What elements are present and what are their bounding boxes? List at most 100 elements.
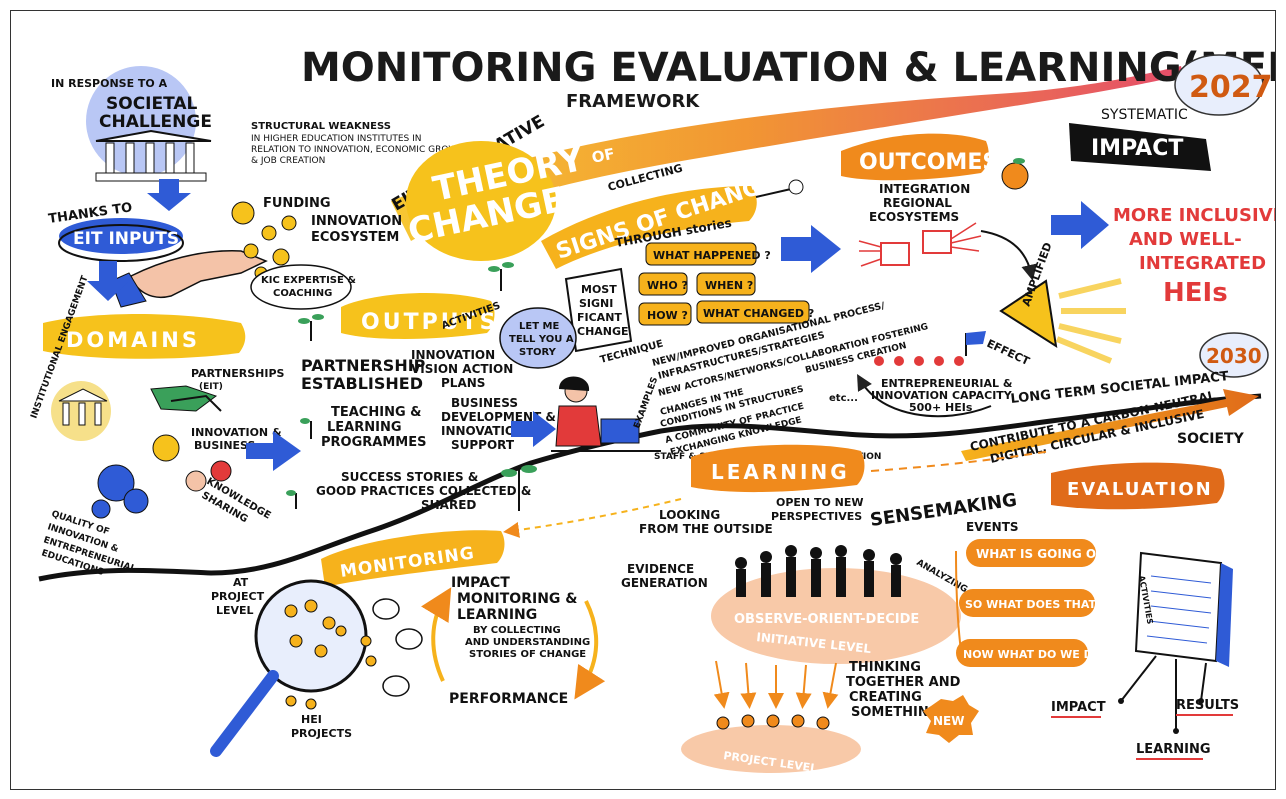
thinking-2: TOGETHER AND: [846, 675, 961, 690]
megaphone-icon: [999, 278, 1126, 364]
cycle-arrows: [421, 587, 606, 700]
impact-5: AND UNDERSTANDING: [465, 637, 590, 648]
right-arrow-signs: [781, 225, 841, 273]
msc-4: CHANGE: [577, 325, 629, 338]
examples-label: EXAMPLES: [632, 376, 660, 430]
outcomes-banner: OUTCOMES: [841, 133, 998, 181]
kic-line-2: COACHING: [273, 288, 332, 299]
long-term-3: SOCIETY: [1177, 431, 1245, 447]
orange-fruit-icon: [1001, 158, 1029, 190]
in-response-label: IN RESPONSE TO A: [51, 77, 168, 90]
partnerships-2: (EIT): [199, 382, 223, 392]
question-tags: WHAT HAPPENED ? WHO ? WHEN ? HOW ? WHAT …: [638, 242, 814, 326]
institution-building-icon: [95, 129, 212, 182]
flag-and-pins: [874, 331, 986, 366]
societal-challenge: IN RESPONSE TO A SOCIETAL CHALLENGE STRU…: [51, 66, 470, 182]
integration-1: INTEGRATION: [879, 182, 970, 196]
looking-1: LOOKING: [659, 508, 720, 522]
partnership-1: PARTNERSHIP: [301, 356, 426, 375]
msc-box: MOST SIGNI FICANT CHANGE: [564, 267, 633, 353]
who-tag: WHO ?: [647, 279, 688, 292]
inclusive-4: HEIs: [1163, 278, 1228, 308]
evaluation-label: EVALUATION: [1067, 479, 1213, 500]
impact-4: BY COLLECTING: [473, 625, 561, 636]
evidence-1: EVIDENCE: [627, 562, 694, 576]
effect-label: EFFECT: [985, 337, 1032, 368]
weakness-line-4: & JOB CREATION: [251, 156, 325, 166]
eval-results: RESULTS: [1176, 698, 1239, 713]
theory-of-change: THEORY OF CHANGE: [405, 139, 616, 261]
what-changed: WHAT CHANGED ?: [703, 307, 814, 320]
learning-label: LEARNING: [711, 460, 850, 484]
teaching-2: LEARNING: [327, 420, 402, 435]
thinking-1: THINKING: [849, 660, 921, 675]
at-3: LEVEL: [216, 604, 254, 617]
inclusive-3: INTEGRATED: [1139, 253, 1266, 274]
capacity-2: INNOVATION CAPACITY: [871, 389, 1013, 402]
hei-2: PROJECTS: [291, 727, 352, 740]
eval-learning: LEARNING: [1136, 742, 1211, 757]
magnifier-icon: [210, 579, 423, 757]
at-1: AT: [233, 576, 249, 589]
weakness-line-2: IN HIGHER EDUCATION INSTITUTES IN: [251, 134, 421, 144]
challenge-line-2: CHALLENGE: [99, 112, 212, 132]
new-badge: NEW: [923, 695, 979, 743]
learning-banner: LEARNING: [691, 444, 865, 493]
so-what: SO WHAT DOES THAT MEAN ?: [965, 598, 1146, 611]
thinking-4: SOMETHING: [851, 705, 939, 720]
msc-3: FICANT: [577, 311, 622, 324]
vision-2: VISION ACTION: [411, 362, 513, 376]
open-1: OPEN TO NEW: [776, 496, 864, 509]
open-2: PERSPECTIVES: [771, 510, 862, 523]
right-arrow-outcomes: [1051, 201, 1109, 249]
domains-icons: [51, 381, 232, 519]
impact-top-label: IMPACT: [1091, 136, 1183, 161]
business-4: SUPPORT: [451, 438, 515, 452]
innovation-business-2: BUSINESS: [194, 439, 255, 452]
eit-inputs-label: EIT INPUTS: [73, 229, 179, 249]
eval-impact: IMPACT: [1051, 700, 1106, 715]
down-arrow-2: [87, 261, 129, 301]
eval-underlines: [1051, 714, 1233, 760]
hand-icon: [110, 250, 268, 308]
initiative-ellipse: OBSERVE-ORIENT-DECIDE INITIATIVE LEVEL: [711, 545, 961, 664]
business-1: BUSINESS: [451, 396, 518, 410]
at-2: PROJECT: [211, 590, 265, 603]
flower-icon: [755, 179, 804, 198]
now-what: NOW WHAT DO WE DO ?: [963, 648, 1112, 661]
looking-2: FROM THE OUTSIDE: [639, 522, 773, 536]
what-going-on: WHAT IS GOING ON?: [976, 547, 1113, 561]
outcomes-label: OUTCOMES: [859, 150, 998, 175]
performance-label: PERFORMANCE: [449, 691, 568, 707]
teaching-1: TEACHING &: [331, 405, 421, 420]
integration-3: ECOSYSTEMS: [869, 210, 959, 224]
funding-label: FUNDING: [263, 196, 331, 211]
thinking-3: CREATING: [849, 690, 922, 705]
impact-1: IMPACT: [451, 575, 510, 591]
lightbulb-icons: [231, 201, 297, 280]
down-arrows-project: [713, 660, 839, 709]
partnership-2: ESTABLISHED: [301, 374, 423, 393]
puzzle-icon: [858, 222, 982, 267]
sprout-icons: [286, 262, 537, 511]
let-me-1: LET ME: [519, 321, 559, 332]
innovation-ecosystem-2: ECOSYSTEM: [311, 230, 399, 245]
year-2027-cloud: 2027: [1174, 54, 1273, 116]
innovation-business-1: INNOVATION &: [191, 426, 282, 439]
theory-swoosh: [391, 66, 1183, 241]
outputs-label: OUTPUTS: [361, 310, 498, 335]
impact-6: STORIES OF CHANGE: [469, 649, 586, 660]
evidence-2: GENERATION: [621, 576, 708, 590]
page-title: MONITORING EVALUATION & LEARNING(MEL): [301, 45, 1275, 91]
right-arrow-domains: [246, 431, 301, 471]
weakness-line-1: STRUCTURAL WEAKNESS: [251, 121, 391, 132]
year-2030-cloud: 2030: [1199, 332, 1269, 378]
etc-label: etc...: [829, 393, 858, 404]
what-happened: WHAT HAPPENED ?: [653, 249, 771, 262]
kic-bubble: KIC EXPERTISE & COACHING: [250, 264, 356, 310]
curved-arrow-capacity: [857, 374, 992, 418]
impact-banner: IMPACT: [1069, 123, 1211, 171]
long-term-arrow: [961, 389, 1259, 461]
new-label: NEW: [933, 714, 964, 728]
capacity-1: ENTREPRENEURIAL &: [881, 377, 1013, 390]
